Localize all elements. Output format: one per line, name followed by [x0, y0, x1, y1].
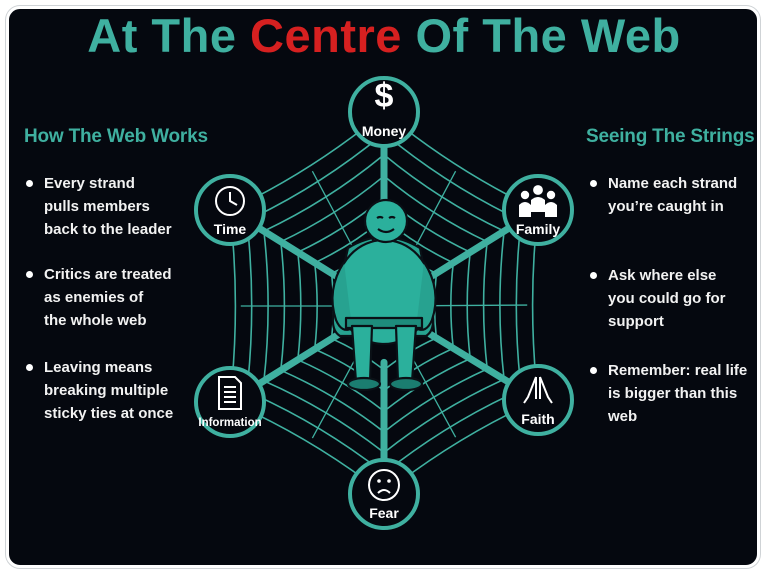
node-information: Information	[194, 366, 266, 438]
node-label: Faith	[521, 411, 554, 427]
praying-hands-icon	[523, 376, 553, 404]
document-icon	[218, 376, 242, 410]
node-label: Time	[214, 221, 247, 237]
svg-text:$: $	[375, 77, 394, 115]
sad-face-icon	[368, 469, 400, 501]
left-bullet-list: Every strand pulls members back to the l…	[24, 172, 214, 425]
dollar-icon: $	[375, 77, 394, 115]
right-bullet-3: Remember: real life is bigger than this …	[588, 359, 758, 428]
page-title: At The Centre Of The Web	[0, 8, 768, 63]
node-money: $ Money	[348, 76, 420, 148]
title-part-2: Of The Web	[401, 9, 681, 62]
clock-icon	[215, 186, 245, 216]
right-bullet-2: Ask where else you could go for support	[588, 264, 758, 333]
node-circle	[348, 458, 420, 530]
node-label: Money	[362, 123, 407, 139]
node-circle	[194, 174, 266, 246]
leader-figure	[331, 198, 437, 392]
node-label: Family	[516, 221, 561, 237]
title-highlight: Centre	[250, 9, 402, 62]
node-circle	[502, 364, 574, 436]
left-bullet-1: Every strand pulls members back to the l…	[24, 172, 214, 241]
left-bullet-2: Critics are treated as enemies of the wh…	[24, 263, 214, 332]
node-family: Family	[502, 174, 574, 246]
web-thread	[406, 347, 457, 438]
node-label: Information	[198, 417, 261, 429]
node-faith: Faith	[502, 364, 574, 436]
right-bullet-list: Name each strand you’re caught in Ask wh…	[588, 172, 758, 428]
node-label: Fear	[369, 505, 399, 521]
left-bullet-3: Leaving means breaking multiple sticky t…	[24, 356, 214, 425]
left-heading: How The Web Works	[24, 126, 208, 147]
web-thread	[430, 304, 528, 307]
node-fear: Fear	[348, 458, 420, 530]
family-icon	[519, 185, 557, 217]
right-bullet-1: Name each strand you’re caught in	[588, 172, 758, 218]
right-heading: Seeing The Strings	[586, 126, 755, 147]
node-time: Time	[194, 174, 266, 246]
title-part-1: At The	[87, 9, 251, 62]
web-thread	[311, 348, 362, 439]
node-circle	[348, 76, 420, 148]
